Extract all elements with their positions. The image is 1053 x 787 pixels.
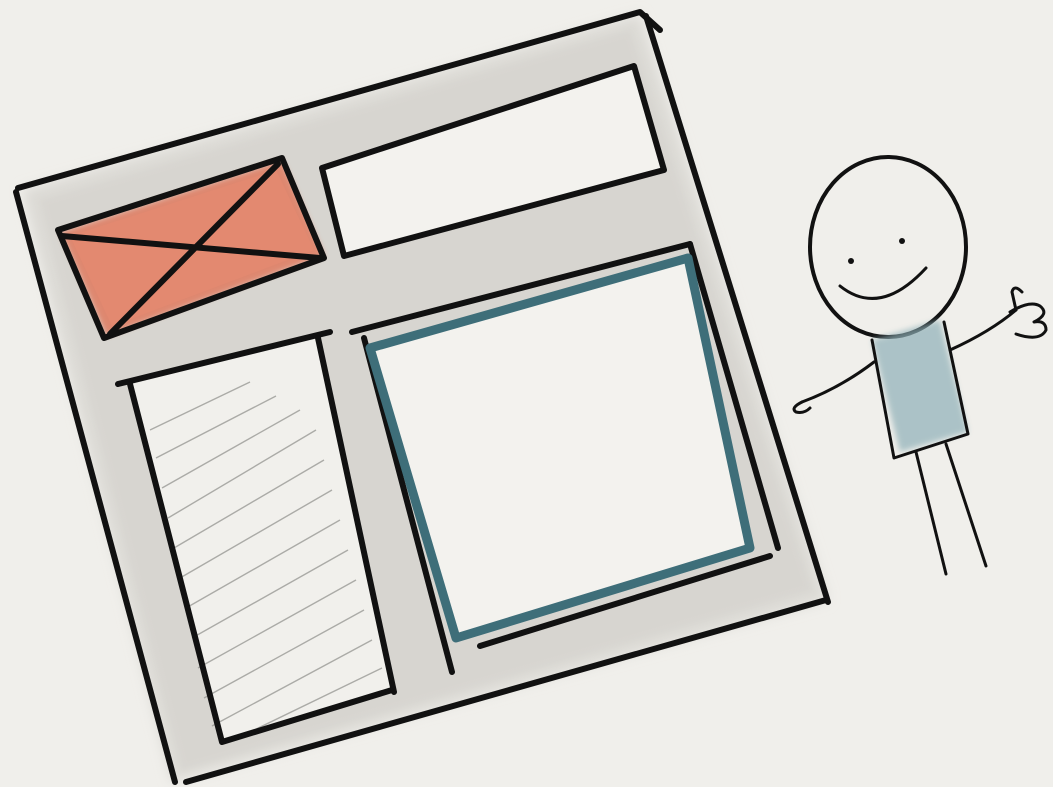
stick-figure-icon	[794, 157, 1046, 574]
stick-figure	[794, 157, 1046, 574]
